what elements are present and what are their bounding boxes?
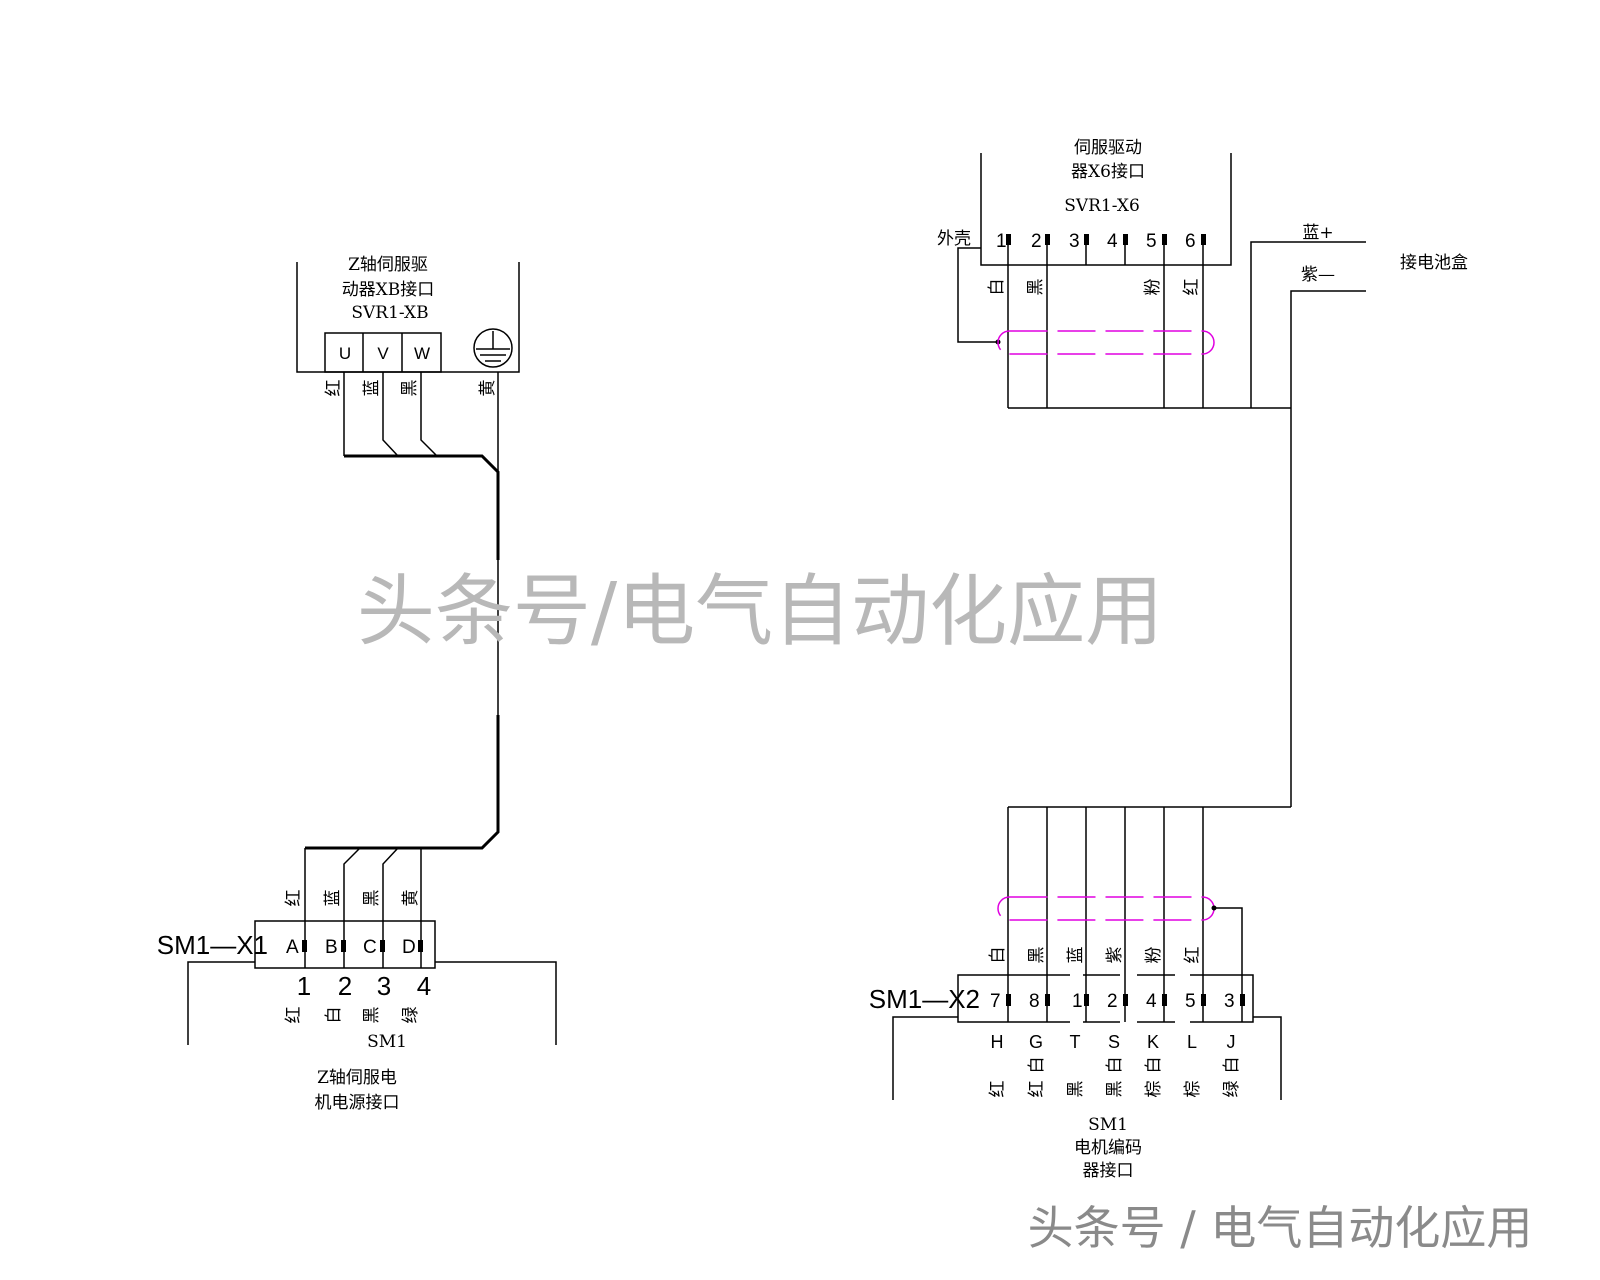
wire-color-label: 红 (284, 890, 304, 907)
sm1-label: SM1 (367, 1032, 407, 1052)
wire-color-label: 棕 (1144, 1081, 1164, 1098)
pin-icons (1006, 994, 1245, 1006)
wire-color-label: 白 (987, 279, 1007, 296)
encoder-connector: 白 黑 蓝 紫 粉 红 SM1—X2 7 8 1 2 4 5 3 H G T S… (869, 806, 1291, 1181)
connector-label-x1: SM1—X1 (157, 930, 268, 960)
signal-letter: K (1147, 1032, 1159, 1052)
signal-letter: J (1227, 1032, 1236, 1052)
wire-color-label: 红 (988, 1081, 1008, 1098)
pin-label: 5 (1146, 231, 1157, 252)
wire-color-label: 黑 (362, 890, 382, 907)
pin-icons (302, 940, 423, 952)
ground-icon (473, 328, 513, 368)
pin-label: 3 (1224, 991, 1235, 1012)
pin-label: 2 (1031, 231, 1042, 252)
wire-color-label: 红 (284, 1007, 304, 1024)
pin-label: D (402, 937, 416, 958)
left-driver-title2: 动器XB接口 (342, 280, 435, 300)
signal-letter: T (1070, 1032, 1081, 1052)
wire-color-label: 棕 (1183, 1081, 1203, 1098)
pin-label: B (325, 937, 338, 958)
signal-letter: H (991, 1032, 1004, 1052)
right-driver-title1: 伺服驱动 (1074, 138, 1142, 158)
left-driver-id: SVR1-XB (351, 303, 428, 323)
wire-color-label: 粉 (1143, 279, 1163, 296)
wire-color-label: 红 (1183, 947, 1203, 964)
terminal-u: U (339, 344, 351, 363)
pin-label: 6 (1185, 231, 1196, 252)
motor-power-title2: 机电源接口 (315, 1093, 400, 1113)
wire-color-label: 黑 (1105, 1081, 1125, 1098)
pin-number: 2 (338, 971, 352, 1001)
pin-label: 2 (1107, 991, 1118, 1012)
right-driver-block: 伺服驱动 器X6接口 SVR1-X6 外壳 1 2 3 4 5 6 白 黑 粉 … (937, 138, 1291, 409)
pin-label: C (363, 937, 377, 958)
pin-label: 4 (1107, 231, 1118, 252)
wire-color-label: 白 (1105, 1057, 1125, 1074)
battery-box: 蓝+ 紫— 接电池盒 (1250, 223, 1468, 807)
wire-color-label: 黑 (362, 1007, 382, 1024)
right-driver-id: SVR1-X6 (1064, 196, 1140, 216)
sm1-label: SM1 (1088, 1115, 1128, 1135)
wire-color-label: 黑 (1026, 279, 1046, 296)
signal-letter: L (1187, 1032, 1197, 1052)
pin-label: 7 (990, 991, 1001, 1012)
pin-label: 1 (1072, 991, 1083, 1012)
encoder-title2: 器接口 (1083, 1161, 1134, 1181)
pin-label: 5 (1185, 991, 1196, 1012)
watermark-corner: 头条号 / 电气自动化应用 (1028, 1201, 1533, 1255)
signal-letter: S (1108, 1032, 1120, 1052)
pin-label: 1 (996, 231, 1007, 252)
wire-color-label: 蓝 (362, 380, 382, 397)
wire-color-label: 粉 (1144, 947, 1164, 964)
wire-color-label: 黑 (400, 380, 420, 397)
shell-label: 外壳 (937, 229, 971, 249)
battery-label: 接电池盒 (1400, 253, 1468, 273)
wire-color-label: 绿 (401, 1007, 421, 1024)
wire-color-label: 白 (1222, 1057, 1242, 1074)
power-cable (304, 372, 500, 968)
pin-label: 4 (1146, 991, 1157, 1012)
encoder-title1: 电机编码 (1074, 1138, 1142, 1158)
pin-label: 8 (1029, 991, 1040, 1012)
left-driver-block: Z轴伺服驱 动器XB接口 SVR1-XB U V W 红 蓝 黑 黄 (296, 255, 520, 397)
pin-number: 4 (417, 971, 431, 1001)
wire-color-label: 蓝 (1066, 947, 1086, 964)
battery-plus-label: 蓝+ (1302, 223, 1333, 243)
wire-color-label: 黄 (478, 380, 498, 397)
watermark-center: 头条号/电气自动化应用 (357, 567, 1163, 657)
wire-color-label: 黑 (1066, 1081, 1086, 1098)
wire-color-label: 红 (324, 380, 344, 397)
pin-label: A (286, 937, 299, 958)
wire-color-label: 红 (1027, 1081, 1047, 1098)
wire-color-label: 蓝 (323, 890, 343, 907)
wire-color-label: 绿 (1222, 1081, 1242, 1098)
wire-color-label: 黑 (1027, 947, 1047, 964)
motor-power-connector: 红 蓝 黑 黄 SM1—X1 A B C D 1 2 3 4 红 白 黑 绿 S… (157, 890, 557, 1113)
wire-color-label: 白 (988, 947, 1008, 964)
wire-color-label: 白 (1027, 1057, 1047, 1074)
battery-minus-label: 紫— (1301, 265, 1335, 285)
cable-shield (997, 330, 1215, 355)
wire-color-label: 紫 (1105, 947, 1125, 964)
connector-label-x2: SM1—X2 (869, 984, 980, 1014)
pin-label: 3 (1069, 231, 1080, 252)
wire-color-label: 白 (324, 1007, 344, 1024)
pin-icons (1006, 234, 1206, 245)
motor-power-title1: Z轴伺服电 (317, 1068, 397, 1088)
signal-letter: G (1029, 1032, 1043, 1052)
terminal-v: V (377, 344, 389, 363)
terminal-w: W (414, 344, 430, 363)
cable-shield (997, 896, 1215, 921)
wire-color-label: 红 (1182, 279, 1202, 296)
pin-number: 3 (377, 971, 391, 1001)
wire-color-label: 黄 (401, 890, 421, 907)
right-driver-title2: 器X6接口 (1071, 162, 1145, 182)
left-driver-title1: Z轴伺服驱 (348, 255, 428, 275)
wire-color-label: 白 (1144, 1057, 1164, 1074)
pin-number: 1 (297, 971, 311, 1001)
